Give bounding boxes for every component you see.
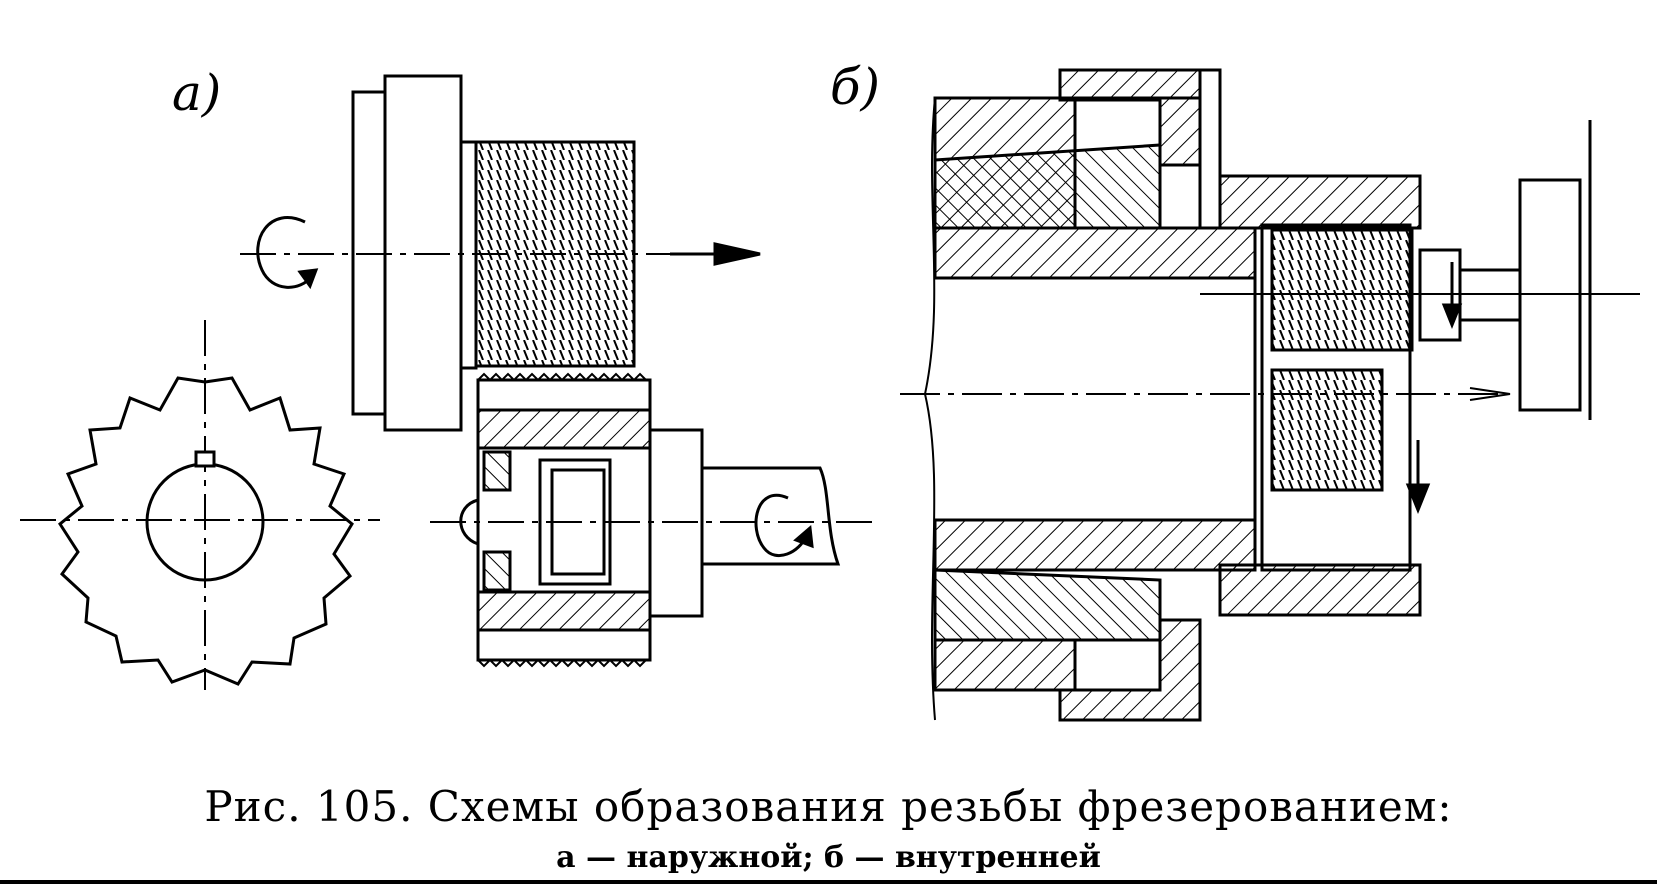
- workpiece-section: [430, 372, 880, 668]
- part-b: [900, 68, 1640, 722]
- figure-caption-legend: а — наружной; б — внутренней: [556, 840, 1101, 875]
- part-a-label: а): [172, 64, 222, 122]
- thread-mill-side-view: [240, 74, 761, 432]
- part-a: [20, 74, 880, 690]
- figure-caption-title: Рис. 105. Схемы образования резьбы фрезе…: [204, 782, 1453, 831]
- bottom-rule: [0, 880, 1657, 884]
- rotation-arrow-icon: [256, 216, 314, 289]
- cutter-front-view: [20, 320, 380, 690]
- part-b-label: б): [830, 58, 881, 116]
- rotation-arrow-icon: [754, 494, 808, 557]
